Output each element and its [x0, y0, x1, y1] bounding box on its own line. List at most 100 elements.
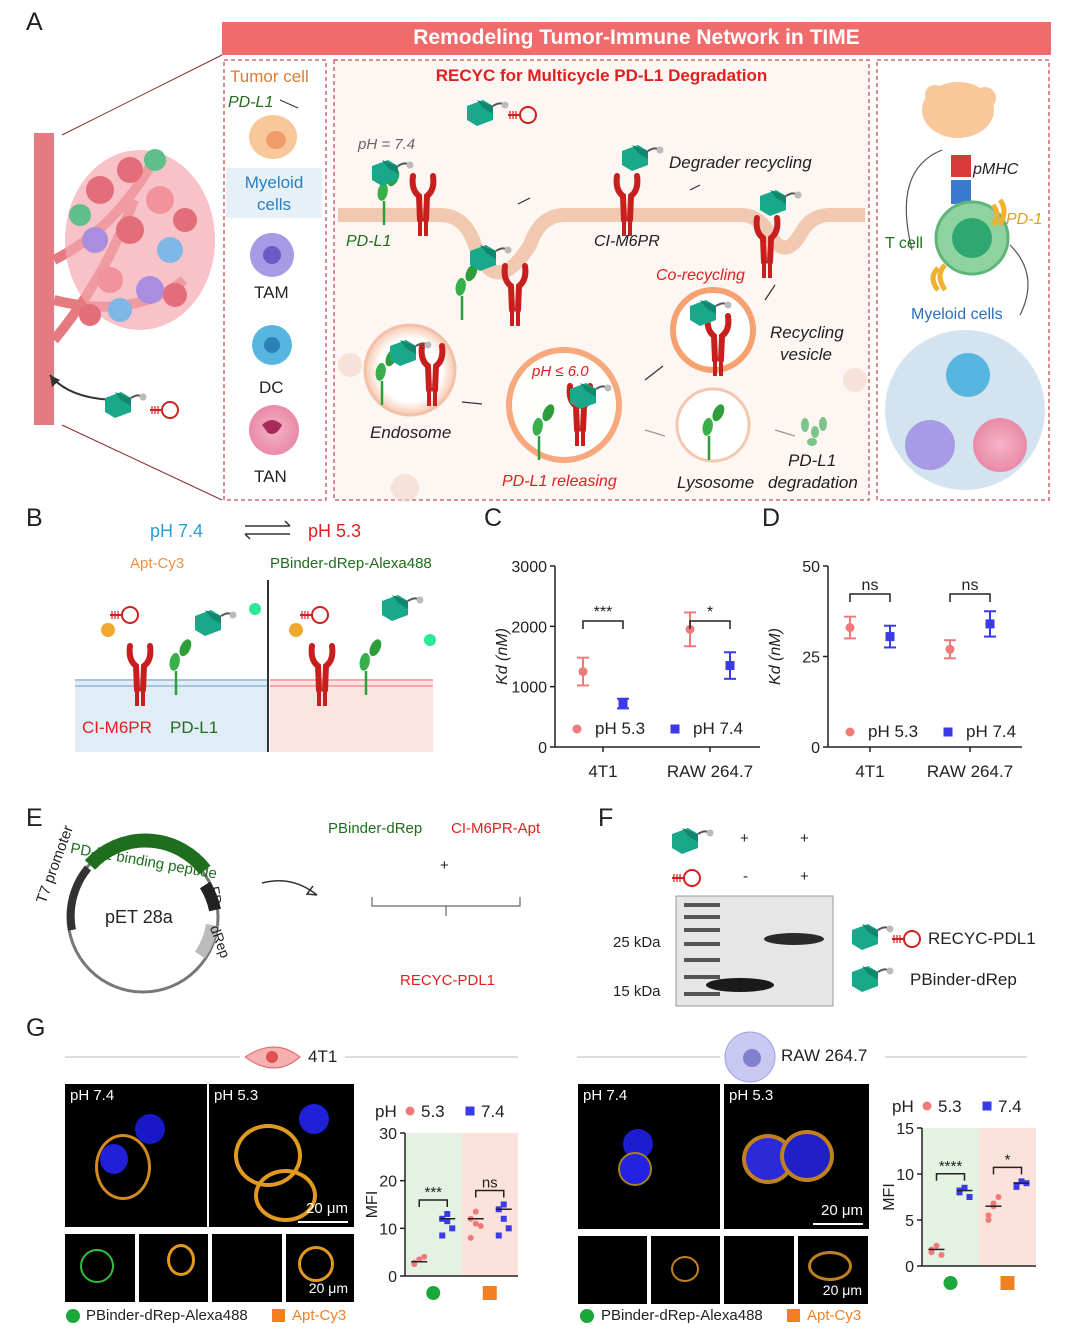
title-4t1: 4T1	[308, 1047, 338, 1066]
data-point	[411, 1259, 418, 1266]
micro-small-1	[65, 1234, 135, 1302]
legend-g-orange-left: Apt-Cy3	[292, 1307, 347, 1324]
legend-marker	[943, 727, 953, 737]
x-tick-label: 4T1	[588, 762, 617, 781]
micrograph-raw-ph53: pH 5.3 20 μm	[724, 1084, 869, 1229]
significance-label: ns	[962, 577, 979, 594]
y-tick-label: 0	[811, 740, 820, 757]
y-tick-label: 2000	[511, 619, 547, 636]
legend-recyc: RECYC-PDL1	[928, 929, 1036, 948]
data-point	[961, 1184, 968, 1191]
data-point	[995, 1194, 1002, 1200]
banner-bar	[222, 22, 1051, 55]
legend-label: 7.4	[998, 1097, 1022, 1116]
data-point	[685, 624, 695, 634]
group-marker-orange	[1000, 1276, 1015, 1290]
significance-label: ns	[482, 1175, 498, 1192]
y-tick-label: 5	[905, 1213, 914, 1230]
panel-letter-d: D	[762, 504, 781, 532]
panel-letter-c: C	[484, 504, 503, 532]
micro-small-2	[139, 1234, 208, 1302]
data-point	[938, 1251, 945, 1258]
micro-small-7	[724, 1236, 794, 1304]
label-degrader-recycling: Degrader recycling	[669, 153, 812, 172]
group-marker-green	[426, 1286, 441, 1300]
y-tick-label: 15	[896, 1121, 914, 1138]
label-tam: TAM	[254, 283, 289, 302]
tumor-mass	[65, 149, 215, 330]
bg-orange-group	[461, 1133, 518, 1276]
sign-r1-1: +	[740, 830, 749, 847]
data-point	[725, 661, 735, 671]
significance-label: ****	[939, 1158, 963, 1175]
legend-label: pH 5.3	[868, 722, 918, 741]
panel-letter-g: G	[26, 1014, 46, 1042]
micro-small-8: 20 μm	[798, 1236, 868, 1304]
legend-label: 7.4	[481, 1102, 505, 1121]
label-endosome: Endosome	[370, 423, 452, 442]
legend-pbinder: PBinder-dRep	[910, 970, 1017, 989]
y-axis-label: Kd (nM)	[494, 628, 511, 685]
label-tumor-cell: Tumor cell	[230, 67, 309, 86]
y-axis-label: MFI	[881, 1183, 898, 1211]
panel-f	[671, 827, 921, 1007]
legend-title: pH	[892, 1097, 914, 1116]
scale-label: 20 μm	[308, 1280, 348, 1296]
y-tick-label: 25	[802, 650, 820, 667]
data-point	[500, 1215, 507, 1222]
y-axis-label: Kd (nM)	[767, 628, 784, 685]
myeloid-dc-icon	[946, 353, 990, 397]
significance-label: *	[1005, 1151, 1011, 1168]
significance-label: *	[707, 604, 713, 621]
label-tan: TAN	[254, 467, 287, 486]
panel-letter-a: A	[26, 8, 43, 36]
data-point	[1013, 1183, 1020, 1190]
data-point	[439, 1232, 446, 1239]
title-raw: RAW 264.7	[781, 1046, 868, 1065]
myeloid-tam-icon	[905, 420, 955, 470]
label-ph-60: pH ≤ 6.0	[532, 363, 589, 380]
scale-label: 20 μm	[821, 1202, 863, 1219]
legend-label: 5.3	[938, 1097, 962, 1116]
bg-green-group	[405, 1133, 462, 1276]
blood-vessel	[34, 133, 54, 425]
label-b-ci-m6pr: CI-M6PR	[82, 718, 152, 737]
data-point	[618, 699, 628, 709]
label-vesicle: vesicle	[780, 345, 832, 364]
micro-small-3	[212, 1234, 282, 1302]
legend-marker	[922, 1101, 932, 1111]
label-pd1: PD-1	[1006, 211, 1043, 228]
panel-letter-f: F	[598, 804, 614, 832]
label-pdl1-left: PD-L1	[228, 94, 274, 111]
legend-marker	[982, 1101, 992, 1111]
data-point	[421, 1253, 428, 1260]
label-plasmid: pET 28a	[105, 907, 173, 927]
data-point	[933, 1242, 940, 1249]
legend-label: 5.3	[421, 1102, 445, 1121]
data-point	[578, 667, 588, 677]
y-tick-label: 50	[802, 559, 820, 576]
data-point	[472, 1220, 479, 1227]
label-pmhc: pMHC	[973, 161, 1019, 178]
x-tick-label: RAW 264.7	[667, 762, 753, 781]
legend-label: pH 7.4	[966, 722, 1016, 741]
group-marker-orange	[482, 1286, 497, 1300]
significance-bracket	[418, 1199, 448, 1208]
significance-bracket	[582, 620, 624, 629]
data-point	[467, 1234, 474, 1241]
bg-orange-group	[979, 1128, 1036, 1266]
label-co-recycling: Co-recycling	[656, 267, 745, 284]
data-point	[885, 632, 895, 642]
y-tick-label: 20	[379, 1174, 397, 1191]
label-ph-right: pH 5.3	[308, 521, 362, 541]
label-pdl1-center: PD-L1	[346, 233, 392, 250]
x-tick-label: RAW 264.7	[927, 762, 1013, 781]
data-point	[444, 1218, 451, 1225]
data-point	[985, 1212, 992, 1219]
band-recyc	[764, 933, 824, 945]
cell-membrane	[338, 208, 865, 280]
panel-letter-b: B	[26, 504, 43, 532]
